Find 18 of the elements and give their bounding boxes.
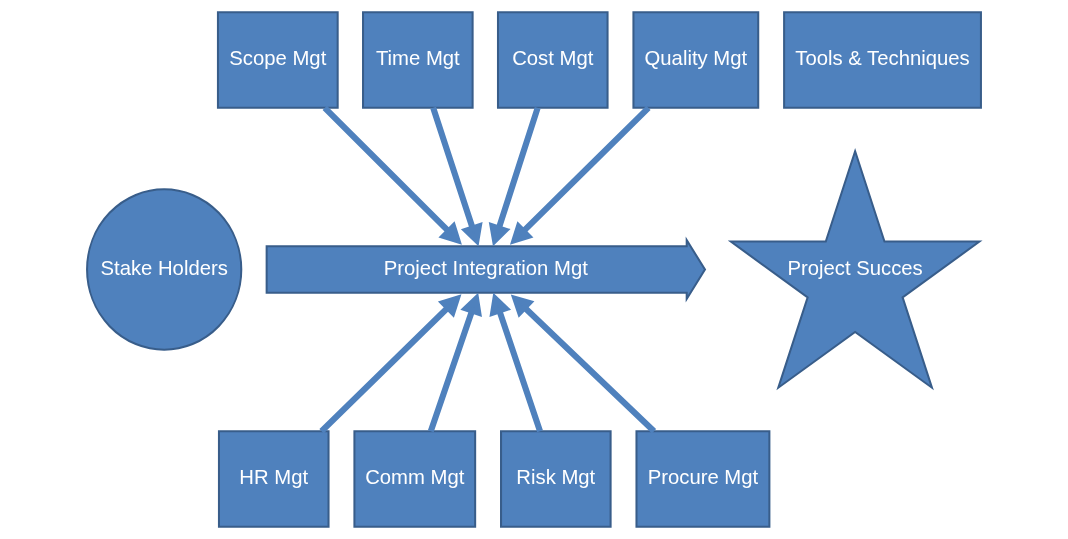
arrow <box>489 292 543 433</box>
arrow <box>430 106 483 247</box>
node-box: Comm Mgt <box>353 430 477 528</box>
node-box: Quality Mgt <box>632 11 760 109</box>
arrow <box>322 105 462 245</box>
arrow <box>319 294 462 434</box>
node-circle: Stake Holders <box>86 188 243 351</box>
arrow <box>427 292 482 433</box>
node-box: HR Mgt <box>217 430 330 528</box>
node-box: Cost Mgt <box>496 11 609 109</box>
node-box: Risk Mgt <box>500 430 612 528</box>
arrow <box>488 106 541 247</box>
node-box: Tools & Techniques <box>783 11 982 109</box>
arrow <box>509 105 651 245</box>
arrow <box>510 294 657 434</box>
node-box: Time Mgt <box>362 11 474 109</box>
node-box: Scope Mgt <box>216 11 339 109</box>
node-box: Procure Mgt <box>635 430 771 528</box>
